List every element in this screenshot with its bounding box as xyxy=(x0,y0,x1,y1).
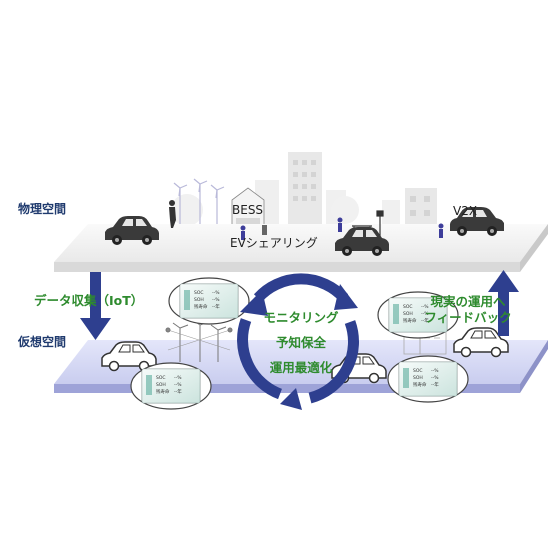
cycle-arrowheads xyxy=(240,284,358,410)
virtual-wind-turbines xyxy=(165,319,233,362)
bess-label: BESS xyxy=(232,203,263,217)
cycle-arrow-top xyxy=(253,273,349,302)
cycle-arrows xyxy=(237,273,359,404)
data-collection-label: データ収集（IoT） xyxy=(34,293,143,308)
city-background xyxy=(171,152,437,232)
layer-label-virtual: 仮想空間 xyxy=(17,334,66,349)
v2x-label: V2X xyxy=(453,204,477,218)
feedback-arrow xyxy=(488,270,519,336)
ev-sharing-label: EVシェアリング xyxy=(230,236,318,250)
monitor-callout xyxy=(377,291,459,339)
cycle-arrow-left xyxy=(237,318,283,400)
cycle-optimization-label: 運用最適化 xyxy=(270,360,333,375)
cycle-arrow-right xyxy=(308,320,359,404)
bess-building-icon xyxy=(231,187,265,229)
feedback-label-line1: 現実の運用へ xyxy=(430,294,506,309)
cycle-monitoring-label: モニタリング xyxy=(263,310,339,325)
monitor-callout xyxy=(130,362,212,410)
wind-turbine-icon xyxy=(173,178,225,230)
building-windows xyxy=(293,160,430,216)
feedback-label-line2: フィードバック xyxy=(424,310,511,325)
layer-label-physical: 物理空間 xyxy=(18,201,66,216)
person-icon xyxy=(169,200,176,228)
monitor-callout xyxy=(168,277,250,325)
cycle-predictive-label: 予知保全 xyxy=(276,335,327,350)
ev-charger-icon xyxy=(262,225,267,235)
monitor-callout xyxy=(387,355,469,403)
signpost-icon xyxy=(376,210,384,236)
physical-plane xyxy=(54,224,548,272)
data-collection-arrow xyxy=(80,272,111,340)
person-icon xyxy=(240,217,444,240)
